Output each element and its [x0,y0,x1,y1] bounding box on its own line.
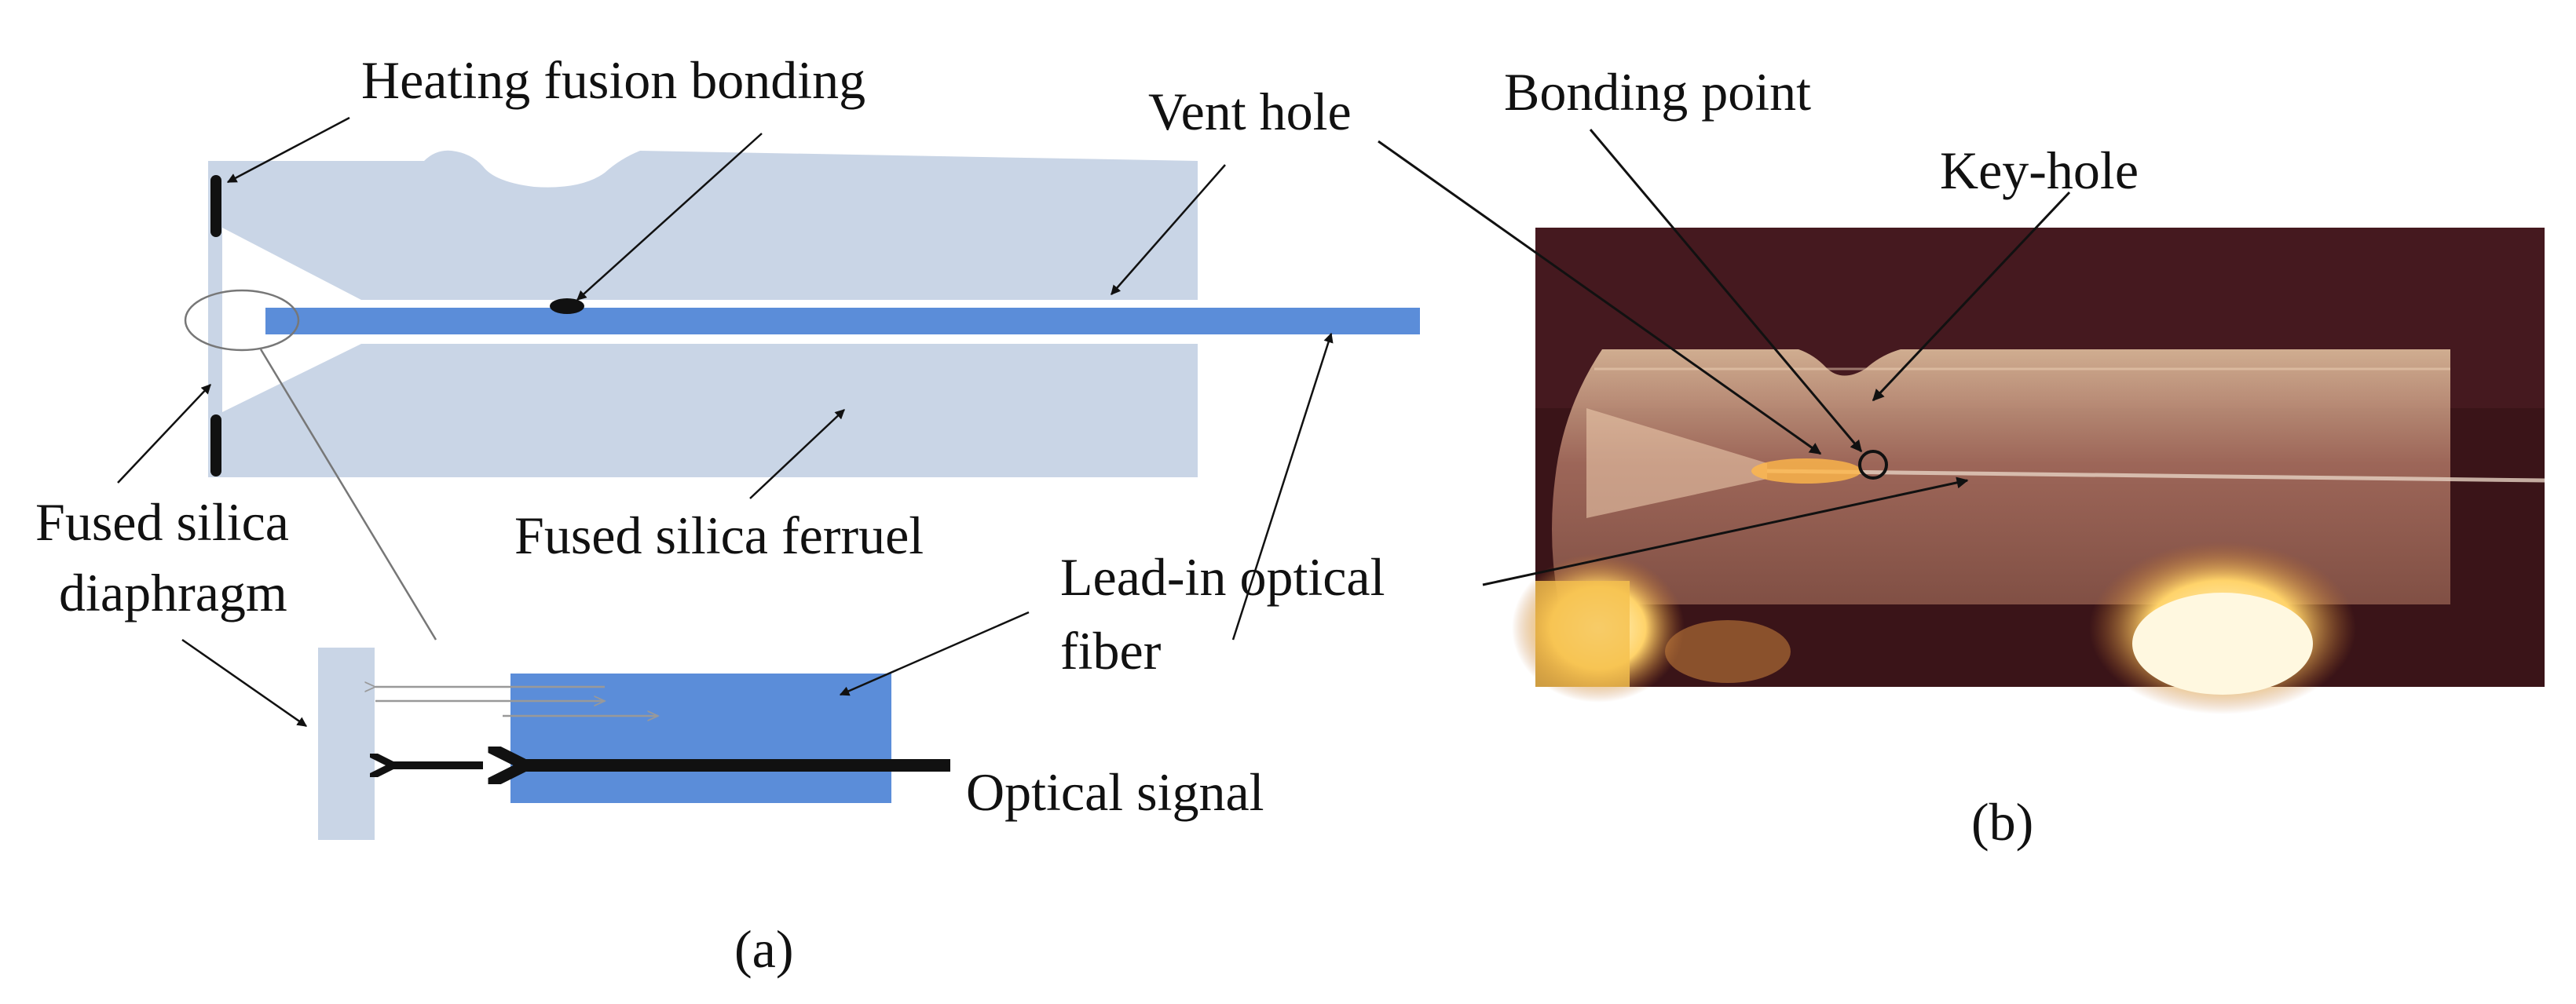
bonding-dot [550,298,584,314]
arrow-bonding-point [1589,129,1863,453]
arrow-ferrule [749,409,845,499]
photo-bonding-circle [1858,450,1888,480]
caption-a: (a) [734,919,793,979]
arrow-fiber-end [1231,332,1334,641]
arrow-lead-in [1482,476,1969,586]
panel-b: Bonding point Key-hole Lead-in optical f… [1060,62,2545,852]
arrow-vent [1111,164,1226,295]
label-optical-signal: Optical signal [966,762,1264,822]
photo-ferrule [1552,349,2450,604]
arrow-vent-to-photo [1378,140,1822,455]
label-vent-hole: Vent hole [1148,82,1352,141]
label-key-hole: Key-hole [1940,141,2139,200]
arrow-diaphragm-down [181,638,308,728]
zoom-line [259,349,437,641]
magnified-ferrule [510,674,891,803]
arrow-diaphragm-up [117,384,211,484]
diaphragm-strip [208,161,222,477]
caption-b: (b) [1971,792,2033,852]
label-bonding-point: Bonding point [1504,62,1811,122]
arrow-heating-to-dot [576,133,763,301]
label-heating-fusion-bonding: Heating fusion bonding [361,50,865,110]
zoom-circle [184,289,300,352]
label-fused-silica-ferrule: Fused silica ferruel [514,506,924,565]
photo [1512,228,2545,714]
label-lead-in-line1: Lead-in optical [1060,547,1385,607]
arrow-heating-to-top [226,116,350,184]
arrow-magnified-ferrule [839,611,1030,696]
label-fused-silica-line1: Fused silica [35,492,289,552]
arrow-key-hole [1872,191,2071,402]
label-fused-silica-line2: diaphragm [59,563,287,622]
fiber [265,308,1420,334]
label-lead-in-line2: fiber [1060,621,1162,681]
panel-a: Heating fusion bonding Vent hole Fused s… [35,50,1420,979]
magnified-diaphragm [318,648,375,840]
